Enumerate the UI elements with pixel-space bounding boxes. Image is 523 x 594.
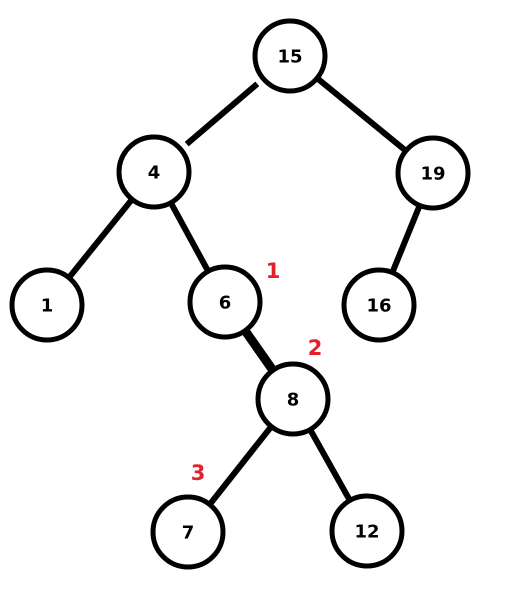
tree-node-15: 15 (252, 18, 328, 94)
node-circle (341, 267, 417, 343)
node-label: 8 (287, 390, 300, 411)
edge-n4-n6 (168, 201, 211, 273)
tree-edges (66, 75, 423, 507)
node-label: 1 (41, 296, 54, 317)
node-label: 16 (366, 296, 391, 317)
edge-n15-n4 (184, 81, 260, 147)
node-circle (395, 135, 471, 211)
edge-n4-n1 (66, 197, 135, 280)
node-circle (252, 18, 328, 94)
node-label: 6 (219, 293, 232, 314)
tree-node-4: 4 (116, 134, 192, 210)
node-circle (255, 361, 331, 437)
edge-n6-n8 (241, 328, 277, 373)
node-circle (329, 493, 405, 569)
step-marker-3: 3 (191, 461, 206, 485)
node-label: 19 (420, 164, 445, 185)
edge-n19-n16 (389, 204, 423, 274)
edge-n8-n12 (307, 428, 353, 502)
tree-node-12: 12 (329, 493, 405, 569)
node-circle (187, 264, 263, 340)
node-label: 15 (277, 47, 302, 68)
node-label: 4 (148, 163, 161, 184)
tree-node-7: 7 (150, 494, 226, 570)
edge-n15-n19 (315, 75, 408, 154)
node-circle (9, 267, 85, 343)
step-marker-1: 1 (266, 259, 281, 283)
node-circle (150, 494, 226, 570)
tree-node-6: 6 (187, 264, 263, 340)
step-marker-2: 2 (308, 336, 323, 360)
edge-n8-n7 (207, 424, 274, 507)
node-label: 12 (354, 522, 379, 543)
tree-node-19: 19 (395, 135, 471, 211)
tree-node-16: 16 (341, 267, 417, 343)
node-label: 7 (182, 523, 195, 544)
step-markers: 1 2 3 (191, 259, 323, 485)
tree-node-1: 1 (9, 267, 85, 343)
node-circle (116, 134, 192, 210)
tree-node-8: 8 (255, 361, 331, 437)
